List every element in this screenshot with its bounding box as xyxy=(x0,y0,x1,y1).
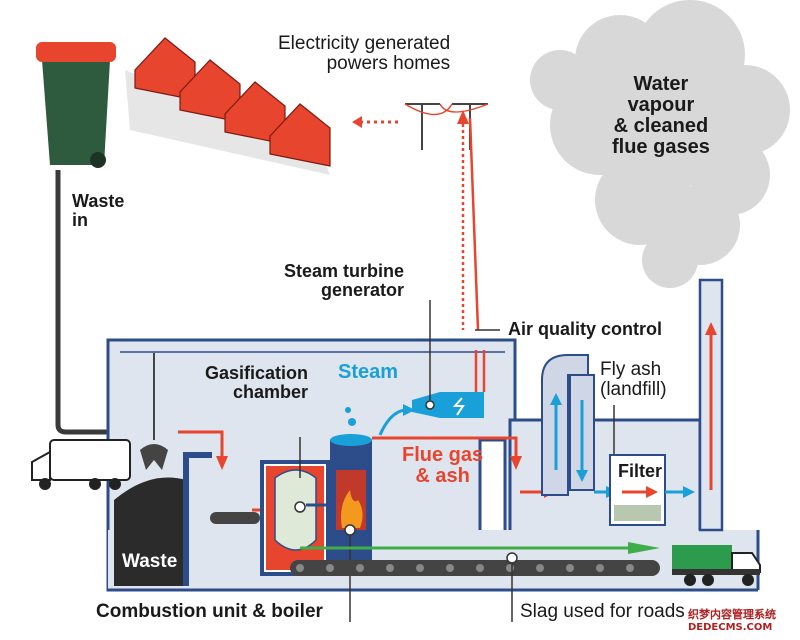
wheelie-bin-icon xyxy=(36,42,116,168)
combustion-label: Combustion unit & boiler xyxy=(96,601,323,622)
flue-gas-label: Flue gas& ash xyxy=(402,444,484,487)
filter-label: Filter xyxy=(618,461,663,481)
steam-label: Steam xyxy=(338,361,399,383)
flame-icon xyxy=(341,490,363,528)
turbine-icon xyxy=(412,392,484,418)
houses-icon xyxy=(125,37,331,175)
slag-label: Slag used for roads xyxy=(520,601,685,622)
air-quality-towers xyxy=(541,354,595,496)
tipper-truck-icon xyxy=(672,545,761,586)
waste-pile-label: Waste xyxy=(122,551,178,572)
air-quality-label: Air quality control xyxy=(508,319,663,339)
garbage-truck-icon xyxy=(31,439,131,490)
fly-ash-label: Fly ash(landfill) xyxy=(600,359,667,400)
grabber-claw-icon xyxy=(140,444,168,470)
smoke-cloud-icon xyxy=(530,0,790,288)
power-pylon-icon xyxy=(404,103,489,150)
